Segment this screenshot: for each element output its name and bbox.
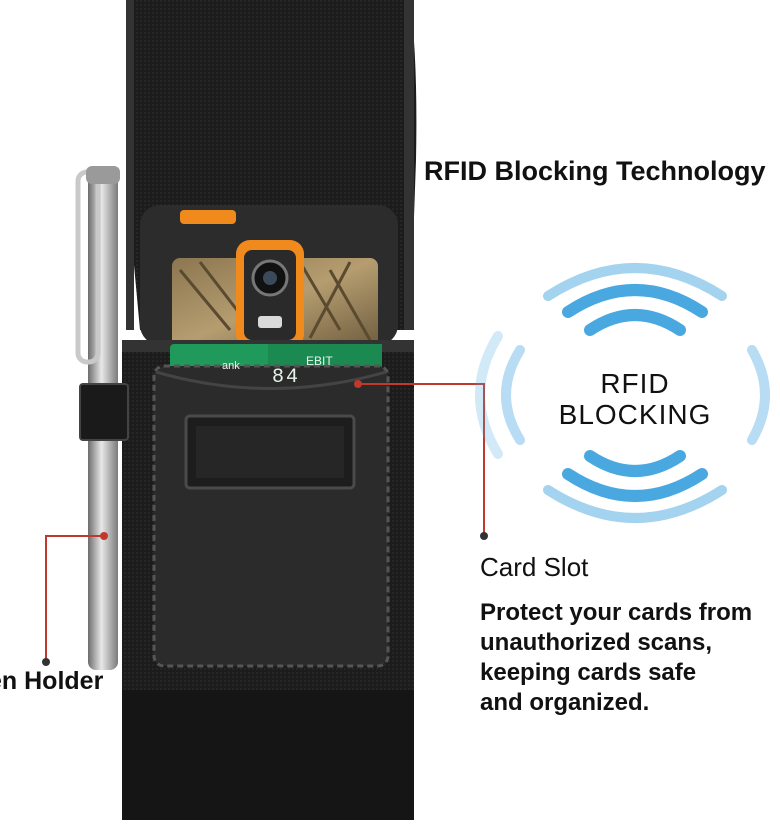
- card-slot-callout: [358, 383, 485, 536]
- card-slot-label: Card Slot: [480, 552, 589, 582]
- card-slot-description-line: unauthorized scans,: [480, 629, 713, 656]
- card-digits-text: 84: [272, 366, 301, 389]
- card-debit-text: EBIT: [306, 354, 333, 368]
- pen-holder-callout: [45, 535, 104, 662]
- pen-holder-label: en Holder: [0, 667, 104, 695]
- leather-pocket: [152, 364, 390, 668]
- rfid-badge-line2: BLOCKING: [558, 399, 712, 430]
- rfid-badge-line1: RFID: [600, 368, 670, 399]
- card-bank-text: ank: [222, 360, 240, 372]
- card-slot-description-line: and organized.: [480, 689, 650, 716]
- pen-strap: [79, 383, 129, 441]
- card-slot-description: Protect your cards from unauthorized sca…: [480, 598, 780, 718]
- rfid-signal-icon: [475, 263, 770, 523]
- card-slot-description-line: Protect your cards from: [480, 599, 753, 626]
- card-slot-description-line: keeping cards safe: [480, 659, 697, 686]
- rfid-badge: RFID BLOCKING: [540, 368, 730, 430]
- headline: RFID Blocking Technology: [424, 156, 766, 186]
